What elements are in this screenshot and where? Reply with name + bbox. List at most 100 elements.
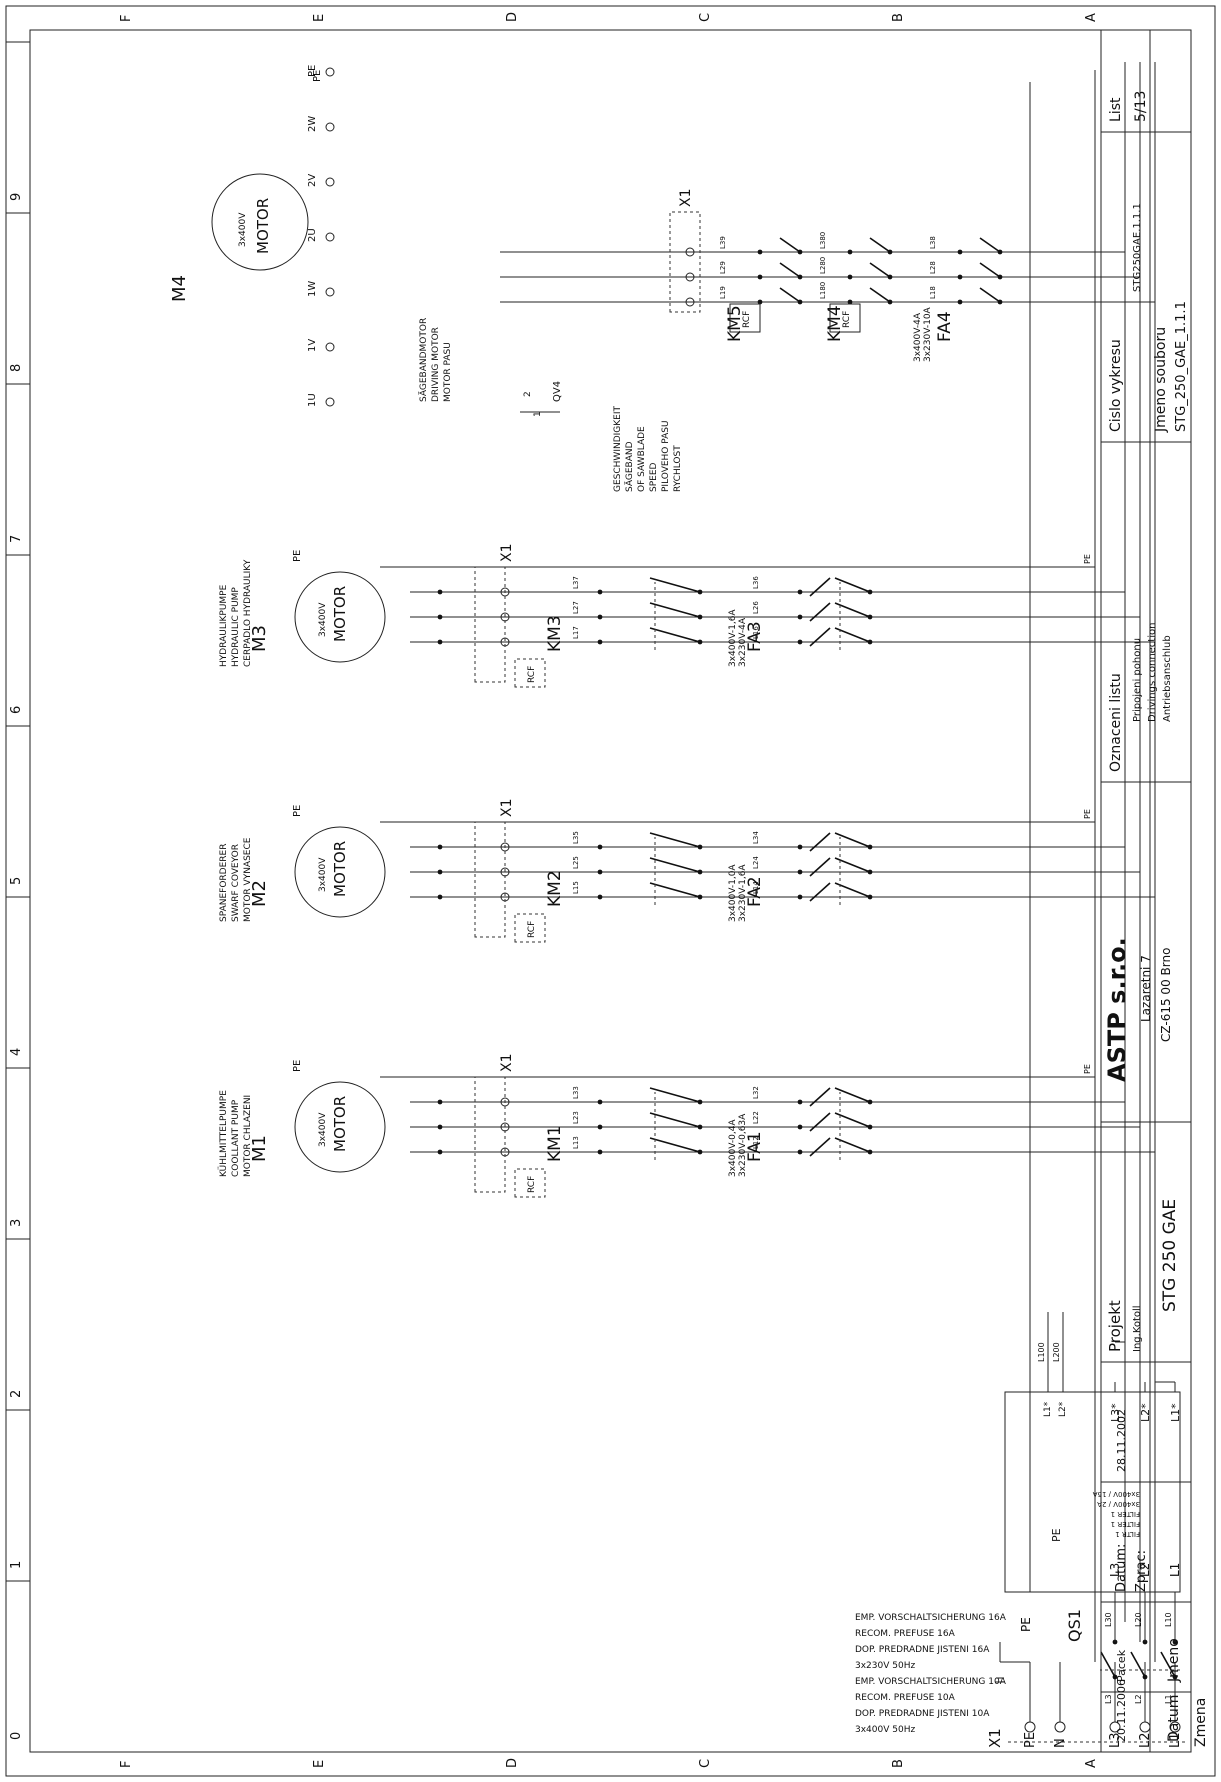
km-contact [649,1112,701,1128]
m4-terminal-label: 2W [307,116,318,132]
list-value: 5/13 [1133,91,1149,122]
grid-col-top: 9 [9,193,24,201]
junction-dot [437,1149,443,1155]
fa4-rating: 3x230V-10A [923,306,933,362]
supply-terminal-label: L1 [1168,1732,1183,1748]
junction-dot [757,249,763,255]
pe-wire-label: PE [1083,1064,1092,1074]
junction-dot [757,274,763,280]
junction-dot [597,589,603,595]
fa-thermal [809,832,831,852]
inner-frame [29,29,1192,1753]
m4-terminal-label: 1U [307,393,318,407]
filter-pe-label: PE [1050,1528,1063,1542]
fa4-label: FA4 [935,311,955,342]
motor-desc: SPANEFORDERER [219,844,229,922]
rcf-label: RCF [527,921,537,938]
m4-motor-volt: 3x400V [238,212,248,247]
fa-thermal [809,1112,831,1132]
speed-label: SÄGEBAND [624,441,635,492]
fa-contact [834,1137,871,1153]
motor-circle [294,1081,386,1173]
motor-desc: COOLLANT PUMP [231,1099,241,1177]
note-400-line: DOP. PREDRADNE JISTENI 10A [855,1709,990,1719]
filter-output-label: L3* [1109,1403,1122,1422]
supply-terminal-label: N [1053,1738,1068,1748]
km-wire-label: L35 [572,831,580,844]
junction-dot [437,639,443,645]
qs1-contact [1130,1651,1146,1678]
col-jmeno: Jmeno [1166,1638,1182,1683]
supply-terminal-label: L2 [1138,1732,1153,1748]
fa-wire-label: L34 [752,831,760,844]
fa-contact [834,832,871,848]
motor-text: MOTOR [331,1096,349,1152]
zmena-label: Zmena [1193,1698,1209,1747]
km-wire-label: L25 [572,856,580,869]
m4-drive-desc: DRIVING MOTOR [431,327,441,402]
speed-label: GESCHWINDIGKEIT [613,405,623,492]
km-contact [649,577,701,593]
junction-dot [597,1124,603,1130]
grid-row-left: F [119,1761,134,1768]
motor-volt: 3x400V [318,857,328,892]
motor-desc: KÜHLMITTELPUMPE [218,1090,229,1177]
m4-terminal [325,287,335,297]
motor-text: MOTOR [331,586,349,642]
fa-contact [834,882,871,898]
junction-dot [597,639,603,645]
filter-input-label: L2 [1138,1563,1152,1577]
note-230-line: DOP. PREDRADNE JISTENI 16A [855,1645,990,1655]
fa-wire-label: L32 [752,1086,760,1099]
sheet-label-title: Oznaceni listu [1108,673,1124,772]
fa-label: FA3 [745,621,765,652]
rev-date: 20.11.2006 [1115,1679,1128,1742]
motor-desc: MOTOR VYNASECE [243,837,253,922]
file-name: STG_250_GAE_1.1.1 [1174,301,1189,432]
grid-row-right: D [505,12,520,22]
junction-dot [797,869,803,875]
m4-terminal [325,232,335,242]
km-contact [649,1137,701,1153]
x1-strip [474,821,506,938]
fa-contact [834,1087,871,1103]
note-230-line: 3x230V 50Hz [855,1661,915,1671]
grid-row-left: E [312,1760,327,1768]
junction-dot [437,1124,443,1130]
m4-terminal-label: PE [307,65,318,77]
qv4-label: QV4 [552,381,563,402]
x1-strip [474,566,506,683]
fa4-contact [979,262,1001,278]
filter-aux-output: L2* [1058,1401,1068,1417]
filter-output-label: L2* [1139,1403,1152,1422]
junction-dot [957,249,963,255]
company-name: ASTP s.r.o. [1103,937,1131,1082]
fa-wire-label: L26 [752,601,760,614]
fa-rating: 3x400V-1,6A [728,609,738,667]
m4-terminal [325,342,335,352]
m4-motor-circle [211,173,309,271]
fa-wire-label: L12 [752,1136,760,1149]
rev-name: Pacek [1115,1649,1128,1682]
m4-pe-label: PE [312,70,323,82]
km5-contact [779,237,801,253]
rcf-label: RCF [527,1176,537,1193]
company-street: Lazaretni 7 [1139,955,1153,1022]
fa4-wire-label: L28 [929,261,937,274]
supply-terminal-label: PE [1023,1732,1038,1748]
outer-frame [5,5,1216,1777]
filter-spec: 3x400V / 2A [1097,1500,1140,1508]
qs1-wire-label: L30 [1104,1612,1113,1627]
m4-terminal-label: 2U [307,228,318,242]
project-label: Projekt [1106,1300,1124,1352]
motor-circle [294,826,386,918]
filter-output-label: L1* [1169,1403,1182,1422]
km-contact [649,857,701,873]
m4-motor-label: M4 [169,275,190,302]
grid-col-top: 8 [9,364,24,372]
drawing-no: STG250GAE.1.1.1 [1132,203,1143,292]
junction-dot [437,614,443,620]
grid-row-right: A [1084,13,1099,22]
km-wire-label: L23 [572,1111,580,1124]
